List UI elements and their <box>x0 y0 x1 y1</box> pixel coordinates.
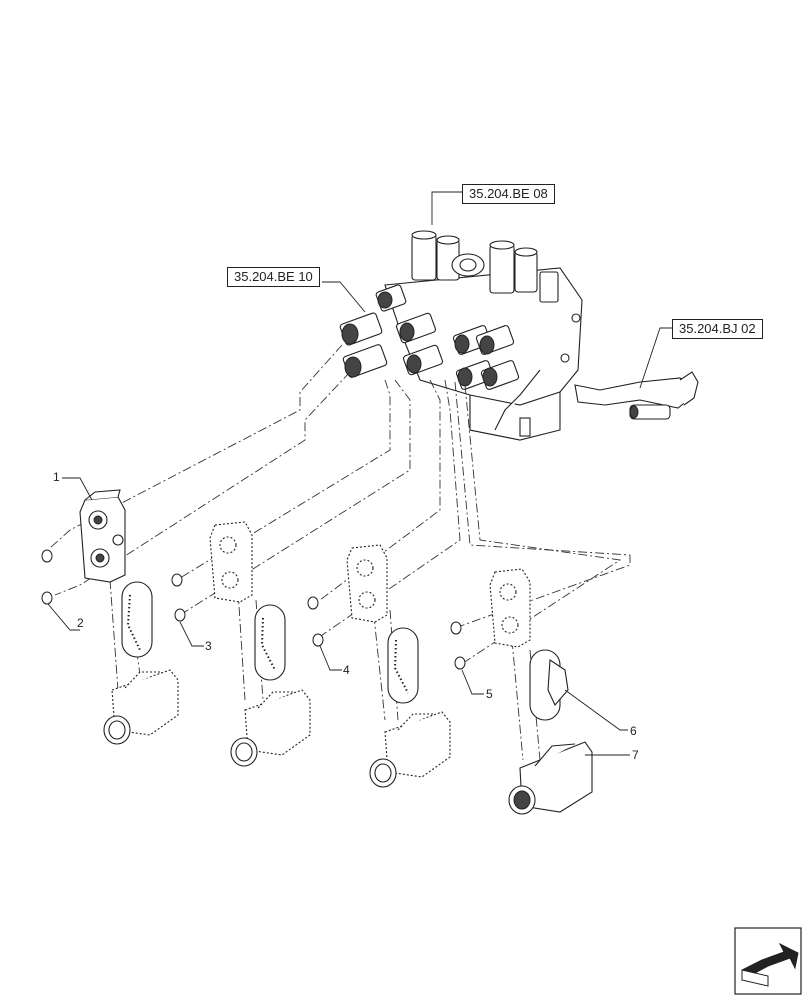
seal-gaskets <box>121 581 569 721</box>
leader-lines <box>47 191 672 756</box>
end-covers <box>103 669 593 815</box>
callout-3: 3 <box>205 639 212 653</box>
valve-section-ghost-2 <box>209 521 253 603</box>
callout-1: 1 <box>53 470 60 484</box>
next-page-arrow-icon[interactable] <box>734 927 802 995</box>
valve-bank-assembly <box>339 230 699 441</box>
callout-4: 4 <box>343 663 350 677</box>
reference-box-left[interactable]: 35.204.BE 10 <box>227 267 320 287</box>
callout-7: 7 <box>632 748 639 762</box>
callout-2: 2 <box>77 616 84 630</box>
callout-5: 5 <box>486 687 493 701</box>
reference-box-top[interactable]: 35.204.BE 08 <box>462 184 555 204</box>
reference-box-right[interactable]: 35.204.BJ 02 <box>672 319 763 339</box>
valve-section-part-1 <box>79 489 126 583</box>
valve-section-ghost-3 <box>346 544 388 623</box>
callout-6: 6 <box>630 724 637 738</box>
valve-section-ghost-4 <box>489 568 531 648</box>
o-rings <box>41 549 466 670</box>
